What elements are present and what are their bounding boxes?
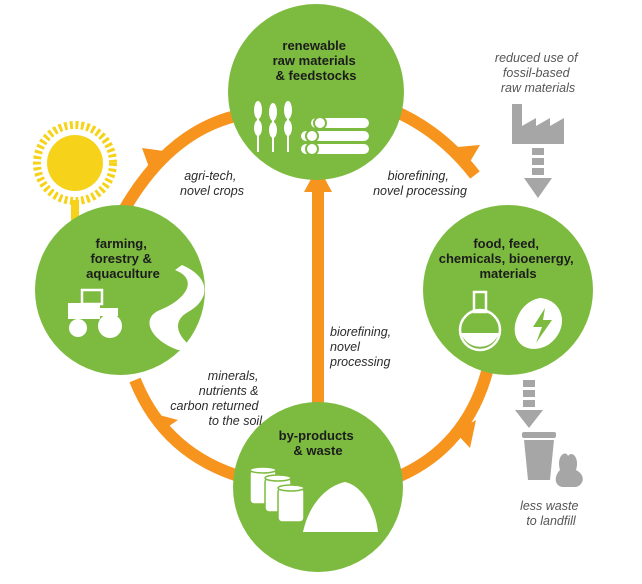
road-icon xyxy=(149,265,205,352)
edge-center-line-2: novel xyxy=(330,340,361,354)
arrowhead-top-right xyxy=(446,145,480,170)
grey-arrow-landfill xyxy=(515,380,543,428)
landfill-line-1: less waste xyxy=(520,499,578,513)
fossil-line-3: raw materials xyxy=(501,81,575,95)
edge-center-line-3: processing xyxy=(329,355,390,369)
edge-label-biorefining-top: biorefining, novel processing xyxy=(373,169,467,198)
arc-right-to-bottom xyxy=(387,358,496,486)
node-right-line-3: materials xyxy=(479,266,536,281)
node-left-line-2: forestry & xyxy=(90,251,151,266)
node-food-feed-chemicals: food, feed, chemicals, bioenergy, materi… xyxy=(423,205,593,375)
tractor-icon xyxy=(68,288,122,338)
grey-arrow-fossil xyxy=(524,148,552,198)
arrow-heads xyxy=(142,145,480,448)
edge-label-agri-tech: agri-tech, novel crops xyxy=(180,169,244,198)
svg-text:food, feed, chemicals, b: food, feed, chemicals, bioenergy, materi… xyxy=(439,236,578,281)
edge-bottom-left-line-4: to the soil xyxy=(208,414,263,428)
node-right-line-1: food, feed, xyxy=(473,236,539,251)
node-top-line-1: renewable xyxy=(282,38,346,53)
edge-bottom-left-line-1: minerals, xyxy=(208,369,259,383)
factory-icon xyxy=(512,104,564,144)
bin-bag-icon xyxy=(522,432,583,487)
wheat-icon xyxy=(254,101,292,152)
node-right-line-2: chemicals, bioenergy, xyxy=(439,251,574,266)
node-bottom-line-1: by-products xyxy=(279,428,354,443)
fossil-label: reduced use of fossil-based raw material… xyxy=(495,51,581,95)
svg-text:renewable raw materials: renewable raw materials & feedstocks xyxy=(273,38,360,83)
node-by-products-waste: by-products & waste xyxy=(233,402,403,572)
node-left-line-3: aquaculture xyxy=(86,266,160,281)
node-top-line-3: & feedstocks xyxy=(276,68,357,83)
landfill-label: less waste to landfill xyxy=(520,499,582,528)
edge-label-biorefining-center: biorefining, novel processing xyxy=(329,325,395,369)
node-left-line-1: farming, xyxy=(96,236,147,251)
node-farming-forestry-aquaculture: farming, forestry & aquaculture xyxy=(35,205,205,375)
cycle-ring xyxy=(118,104,496,486)
svg-text:by-products & waste: by-products & waste xyxy=(279,428,358,458)
edge-top-right-line-1: biorefining, xyxy=(388,169,449,183)
arc-bottom-to-left xyxy=(129,377,247,484)
fossil-line-1: reduced use of xyxy=(495,51,579,65)
sun-icon xyxy=(33,121,117,254)
svg-text:farming, forestry &: farming, forestry & aquaculture xyxy=(86,236,160,281)
edge-center-line-1: biorefining, xyxy=(330,325,391,339)
arc-left-to-top xyxy=(118,109,242,213)
edge-label-minerals: minerals, nutrients & carbon returned to… xyxy=(170,369,263,428)
edge-left-top-line-2: novel crops xyxy=(180,184,244,198)
barrels-icon xyxy=(249,466,305,523)
arrowhead-bottom-left xyxy=(148,412,178,432)
edge-bottom-left-line-3: carbon returned xyxy=(170,399,259,413)
arrowhead-right-bottom xyxy=(455,420,476,448)
fossil-line-2: fossil-based xyxy=(503,66,571,80)
node-top-line-2: raw materials xyxy=(273,53,356,68)
edge-top-right-line-2: novel processing xyxy=(373,184,467,198)
leaf-energy-icon xyxy=(514,298,562,349)
pile-icon xyxy=(303,482,378,532)
node-bottom-line-2: & waste xyxy=(293,443,342,458)
node-renewable-raw-materials: renewable raw materials & feedstocks xyxy=(228,4,404,180)
edge-left-top-line-1: agri-tech, xyxy=(184,169,236,183)
arrowhead-up-left xyxy=(142,148,164,170)
flask-icon xyxy=(458,290,502,352)
edge-bottom-left-line-2: nutrients & xyxy=(199,384,259,398)
landfill-line-2: to landfill xyxy=(526,514,577,528)
logs-icon xyxy=(299,116,371,156)
